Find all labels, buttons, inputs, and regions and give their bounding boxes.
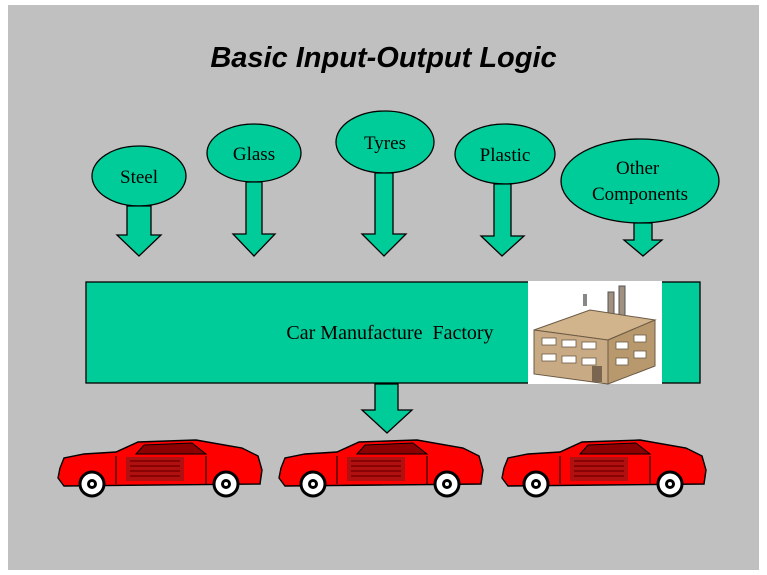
input-tyres: Tyres — [335, 110, 435, 257]
input-glass-arrow — [231, 181, 277, 257]
input-steel-arrow — [115, 205, 163, 257]
input-plastic-arrow — [479, 183, 526, 257]
input-plastic: Plastic — [454, 123, 556, 257]
input-plastic-label: Plastic — [480, 145, 531, 166]
factory-building-image — [528, 281, 662, 385]
input-other-components-label: Other Components — [592, 158, 688, 205]
input-other-components-arrow — [622, 222, 664, 257]
factory: Car Manufacture Factory — [85, 281, 701, 385]
input-steel: Steel — [91, 145, 187, 257]
input-steel-label: Steel — [120, 167, 158, 188]
input-glass: Glass — [206, 123, 302, 257]
factory-label: Car Manufacture Factory — [286, 322, 493, 344]
car-2 — [277, 438, 485, 498]
output-cars — [56, 438, 708, 498]
car-3 — [500, 438, 708, 498]
output-arrow — [360, 383, 414, 434]
car-1 — [56, 438, 264, 498]
input-other-components-bubble — [560, 138, 720, 224]
input-tyres-label: Tyres — [364, 133, 406, 154]
input-glass-label: Glass — [233, 144, 275, 165]
input-tyres-arrow — [360, 172, 408, 257]
diagram-title: Basic Input-Output Logic — [210, 42, 557, 74]
input-other-components: Other Components — [560, 138, 720, 257]
